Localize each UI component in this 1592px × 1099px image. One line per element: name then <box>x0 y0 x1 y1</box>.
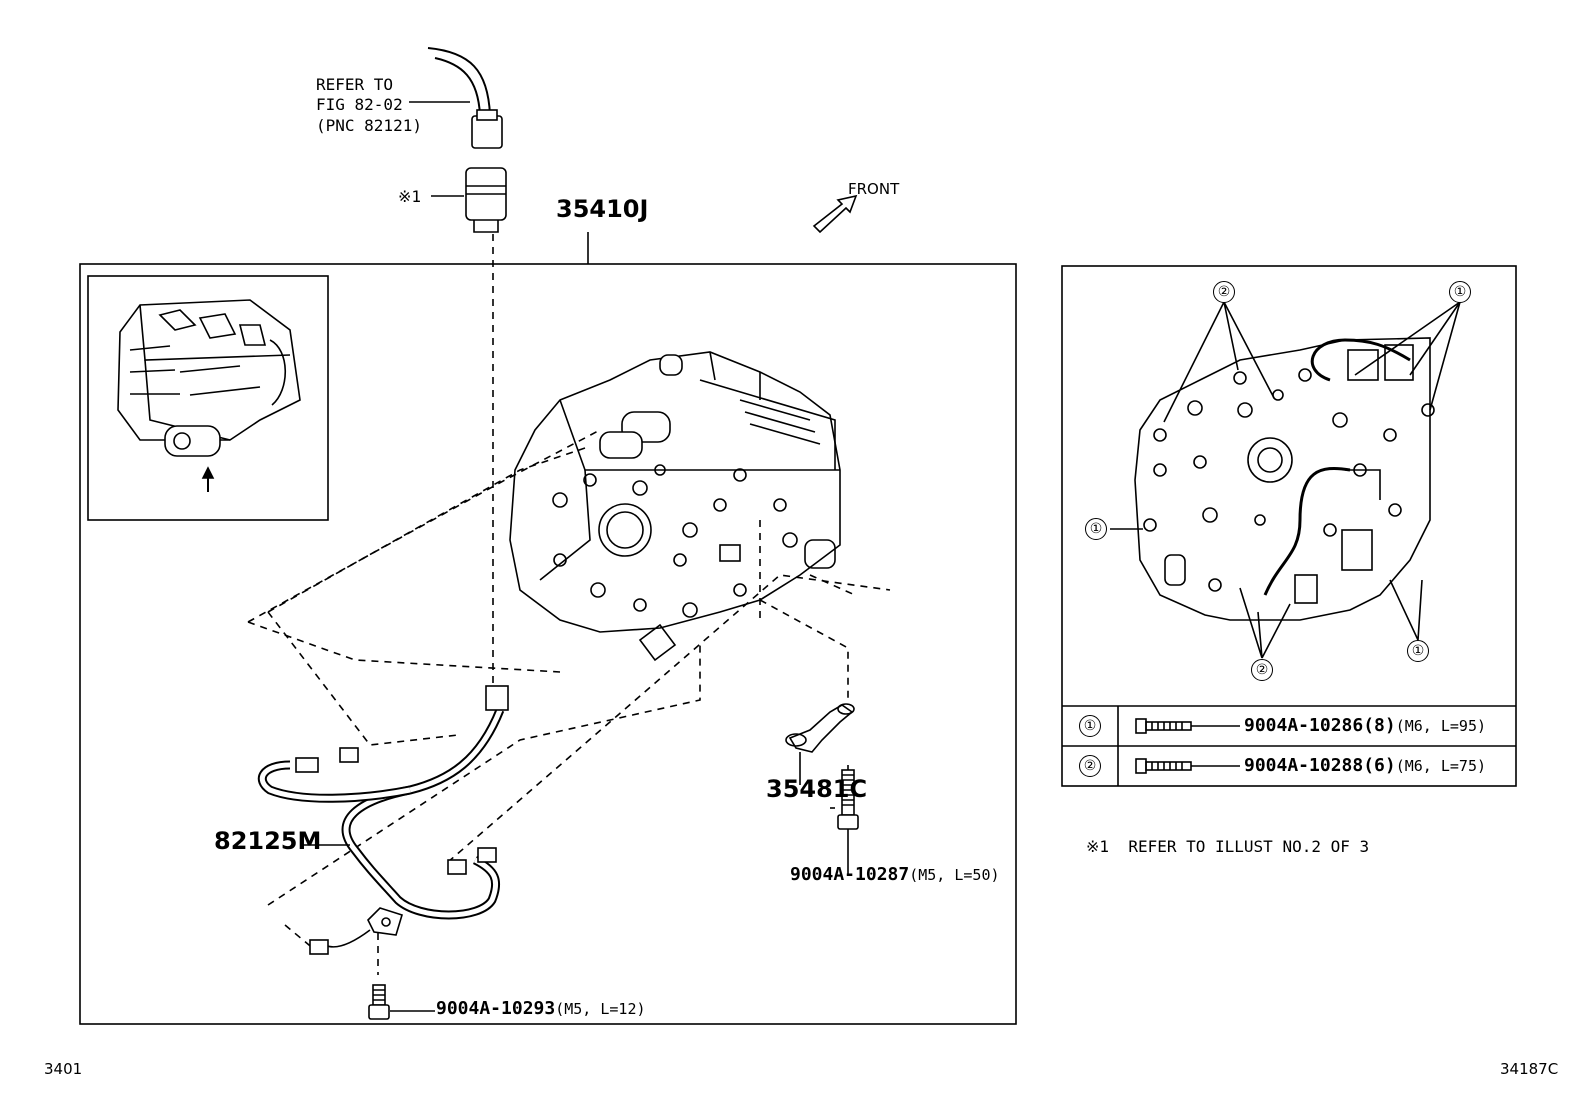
detail-callout-1-top: ① <box>1449 281 1471 303</box>
legend-bolt-1 <box>1135 718 1240 734</box>
main-frame <box>79 263 1017 1025</box>
detail-callout-2-bottom: ② <box>1251 659 1273 681</box>
detail-callout-1-left: ① <box>1085 518 1107 540</box>
bolt-9004a-10287 <box>837 769 859 875</box>
legend-row-1-code[interactable]: 9004A-10286(8) <box>1244 715 1396 736</box>
footnote: ※1 REFER TO ILLUST NO.2 OF 3 <box>1086 838 1369 856</box>
illustration-number: 34187C <box>1500 1060 1559 1078</box>
detail-callout-2-top: ② <box>1213 281 1235 303</box>
footnote-text: REFER TO ILLUST NO.2 OF 3 <box>1128 837 1370 856</box>
detail-valve-body <box>1134 337 1435 621</box>
bolt-87-callout: 9004A-10287(M5, L=50) <box>790 864 1000 885</box>
front-arrow <box>812 194 858 234</box>
wire-harness-82125m <box>257 685 509 955</box>
note-mark: ※1 <box>398 187 422 206</box>
footnote-mark: ※1 <box>1086 837 1110 856</box>
legend-bolt-2 <box>1135 758 1240 774</box>
part-9004a-10287[interactable]: 9004A-10287 <box>790 864 910 885</box>
dashed-leaders <box>247 234 891 975</box>
refer-line-3: (PNC 82121) <box>316 116 422 135</box>
front-label: FRONT <box>848 180 900 198</box>
upper-connector <box>471 115 503 149</box>
legend-row-1: 9004A-10286(8)(M6, L=95) <box>1244 715 1487 736</box>
legend-row-1-mark: ① <box>1079 715 1101 737</box>
bolt-93-spec: (M5, L=12) <box>555 1000 646 1018</box>
bolt-93-callout: 9004A-10293(M5, L=12) <box>436 998 646 1019</box>
valve-body-35410j <box>509 351 841 662</box>
refer-line-2: FIG 82-02 <box>316 95 403 114</box>
inset-valve-body <box>117 299 301 492</box>
part-35410j[interactable]: 35410J <box>556 195 649 223</box>
legend-row-2-mark: ② <box>1079 755 1101 777</box>
bracket-35481c <box>785 703 855 785</box>
detail-callout-1-bottom: ① <box>1407 640 1429 662</box>
bolt-9004a-10293 <box>368 984 435 1020</box>
detail-leaders <box>1110 301 1461 659</box>
refer-line-1: REFER TO <box>316 75 394 94</box>
page-number: 3401 <box>44 1060 83 1078</box>
sensor-cable <box>427 47 491 116</box>
legend-row-2-code[interactable]: 9004A-10288(6) <box>1244 755 1396 776</box>
legend-row-2-spec: (M6, L=75) <box>1395 757 1487 775</box>
part-35481c[interactable]: 35481C <box>766 775 868 803</box>
part-82125m[interactable]: 82125M <box>214 827 322 855</box>
part-9004a-10293[interactable]: 9004A-10293 <box>436 998 556 1019</box>
legend-row-1-spec: (M6, L=95) <box>1395 717 1487 735</box>
bolt-87-spec: (M5, L=50) <box>909 866 1000 884</box>
detail-frame <box>1061 265 1517 787</box>
inset-frame <box>87 275 329 521</box>
legend-row-2: 9004A-10288(6)(M6, L=75) <box>1244 755 1487 776</box>
